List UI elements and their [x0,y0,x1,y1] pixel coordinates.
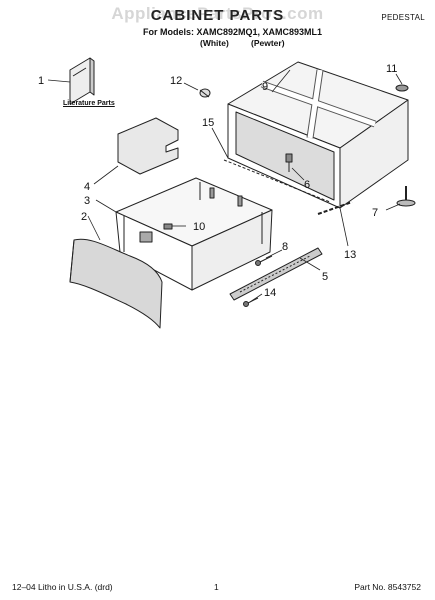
literature-parts-label: Literature Parts [63,100,115,107]
models-line: For Models: XAMC892MQ1, XAMC893ML1 [143,27,323,37]
watermark: AppliancePartsPros.com [111,4,324,23]
part-screw-10 [163,223,173,230]
callout-8: 8 [282,241,288,253]
callout-2: 2 [81,211,87,223]
callout-15: 15 [202,117,214,129]
callout-10: 10 [193,221,205,233]
part-drawer [115,177,273,291]
callout-7: 7 [372,207,378,219]
callout-14: 14 [264,287,276,299]
part-literature [69,57,95,105]
callout-9: 9 [262,81,268,93]
part-screw-8 [255,255,273,266]
callout-13: 13 [344,249,356,261]
part-trim [317,201,353,215]
callout-6: 6 [304,179,310,191]
page-title: CABINET PARTS [150,7,285,24]
callout-5: 5 [322,271,328,283]
part-screw-14 [243,297,259,307]
callout-12: 12 [170,75,182,87]
part-drawer-front [69,238,163,329]
callout-1: 1 [38,75,44,87]
variant-pewter: (Pewter) [251,38,285,48]
variant-white: (White) [200,38,229,48]
part-gasket [223,159,331,203]
callout-4: 4 [84,181,90,193]
part-foot-pad [395,84,409,92]
footer-part-number: Part No. 8543752 [354,582,421,592]
section-label: PEDESTAL [381,13,425,22]
part-leveling-leg [396,186,416,207]
callout-3: 3 [84,195,90,207]
part-cabinet [227,61,409,209]
part-side-panel [117,117,179,175]
footer-page-number: 1 [214,582,219,592]
part-slide-rail [229,247,323,301]
part-screw-6 [285,153,293,172]
footer-print-info: 12–04 Litho in U.S.A. (drd) [12,582,113,592]
callouts: 1 2 3 4 5 6 7 8 9 10 11 12 13 14 15 [38,63,397,299]
callout-11: 11 [386,63,397,75]
part-bumper [199,88,211,98]
leader-lines [47,69,403,303]
